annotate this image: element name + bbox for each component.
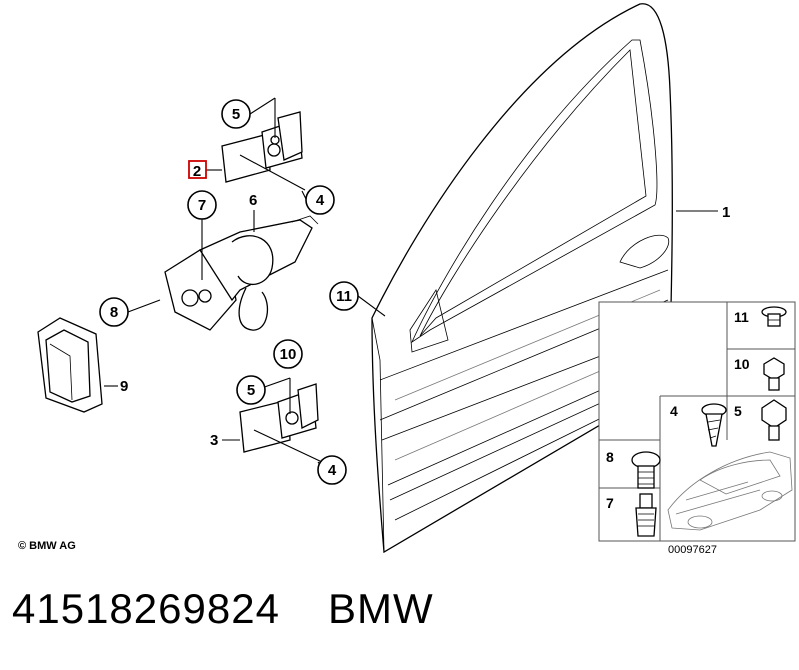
car-thumbnail xyxy=(667,451,793,531)
image-number: 00097627 xyxy=(668,544,717,556)
svg-text:10: 10 xyxy=(280,346,297,363)
leader-lines xyxy=(104,97,718,468)
callout-5-upper: 5 xyxy=(221,99,251,129)
brand-name: BMW xyxy=(327,585,434,632)
fastener-label-11: 11 xyxy=(734,309,749,325)
part-number: 41518269824 xyxy=(12,585,280,632)
svg-text:5: 5 xyxy=(232,106,240,123)
callout-5-lower: 5 xyxy=(236,375,266,405)
copyright: © BMW AG xyxy=(18,540,76,552)
fastener-label-8: 8 xyxy=(606,449,614,465)
fastener-label-10: 10 xyxy=(734,356,750,372)
fastener-10-icon xyxy=(763,357,785,391)
fastener-box: 11 10 4 5 8 7 xyxy=(598,301,796,556)
callout-3: 3 xyxy=(210,432,218,449)
callout-7: 7 xyxy=(187,190,217,220)
svg-text:5: 5 xyxy=(247,382,255,399)
fastener-4-icon xyxy=(701,403,727,447)
callout-2-highlighted: 2 xyxy=(188,160,207,180)
callout-4-lower: 4 xyxy=(317,455,347,485)
svg-text:7: 7 xyxy=(198,197,206,214)
svg-text:8: 8 xyxy=(110,304,118,321)
fastener-7-icon xyxy=(635,493,657,537)
svg-text:11: 11 xyxy=(336,288,352,305)
footer-caption: 41518269824 BMW xyxy=(12,585,434,633)
callout-10: 10 xyxy=(273,339,303,369)
callout-11: 11 xyxy=(329,281,359,311)
fastener-label-7: 7 xyxy=(606,495,614,511)
fastener-8-icon xyxy=(631,451,661,489)
callout-6: 6 xyxy=(249,192,257,209)
fastener-label-4: 4 xyxy=(670,403,678,419)
upper-hinge xyxy=(221,111,306,191)
svg-text:2: 2 xyxy=(193,163,201,180)
fastener-11-icon xyxy=(761,306,787,327)
svg-text:4: 4 xyxy=(328,462,337,479)
lower-hinge xyxy=(239,383,323,463)
door-brake xyxy=(164,215,319,331)
svg-text:4: 4 xyxy=(316,192,325,209)
callout-8: 8 xyxy=(99,297,129,327)
grommet-part xyxy=(37,317,103,413)
callout-1: 1 xyxy=(722,204,730,221)
fastener-label-5: 5 xyxy=(734,403,742,419)
callout-4-upper: 4 xyxy=(305,185,335,215)
fastener-5-icon xyxy=(761,399,787,441)
callout-9: 9 xyxy=(120,378,128,395)
